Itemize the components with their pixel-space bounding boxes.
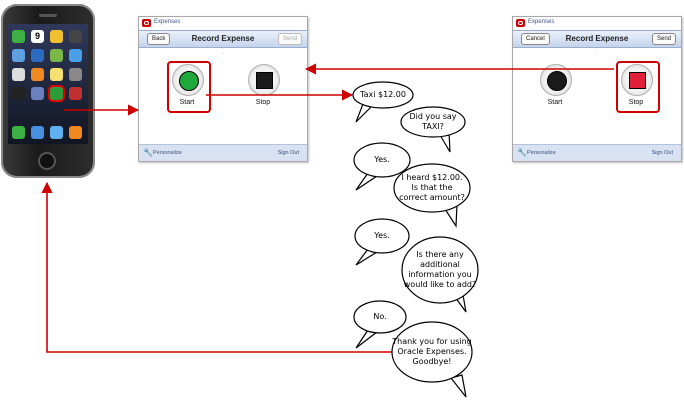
dialog-text: Yes.	[355, 231, 409, 241]
dialog-text: I heard $12.00.	[394, 173, 470, 183]
dialog-text: TAXI?	[401, 122, 465, 132]
dialog-text: Thank you for using	[392, 337, 472, 347]
speech-bubble-user	[355, 219, 409, 265]
dialog-text: Is that the	[394, 183, 470, 193]
dialog-line-user: Yes.	[355, 231, 409, 241]
dialog-text: Yes.	[354, 155, 410, 165]
arrow-goodbye-to-phone	[47, 183, 392, 352]
flow-arrows	[47, 69, 614, 352]
dialog-text: would like to add?	[402, 280, 478, 290]
dialog-text: Oracle Expenses.	[392, 347, 472, 357]
dialog-line-user: No.	[354, 312, 406, 322]
dialog-text: Taxi $12.00	[353, 90, 413, 100]
dialog-line-user: Yes.	[354, 155, 410, 165]
dialog-text: Goodbye!	[392, 357, 472, 367]
dialog-text: additional	[402, 260, 478, 270]
dialog-text: Did you say	[401, 112, 465, 122]
dialog-text: No.	[354, 312, 406, 322]
dialog-text: information you	[402, 270, 478, 280]
dialog-line-system: I heard $12.00.Is that thecorrect amount…	[394, 173, 470, 203]
dialog-text: Is there any	[402, 250, 478, 260]
dialog-line-user: Taxi $12.00	[353, 90, 413, 100]
bubble-tail	[451, 375, 466, 397]
dialog-text: correct amount?	[394, 193, 470, 203]
